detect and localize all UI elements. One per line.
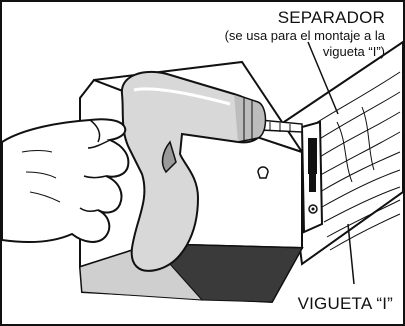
spacer-bracket <box>300 120 324 234</box>
joist-label: VIGUETA “I” <box>297 294 393 313</box>
hand <box>2 118 130 243</box>
spacer-note-line-1: (se usa para el montaje a la <box>224 28 385 43</box>
installation-illustration <box>2 40 403 304</box>
joist-leader-line <box>347 223 355 285</box>
spacer-note-line-2: vigueta “I”) <box>322 44 385 59</box>
spacer-title: SEPARADOR <box>277 8 385 27</box>
power-drill <box>120 71 267 272</box>
spacer-callout: SEPARADOR (se usa para el montaje a la v… <box>225 8 385 60</box>
spacer-leader-line <box>307 41 339 115</box>
